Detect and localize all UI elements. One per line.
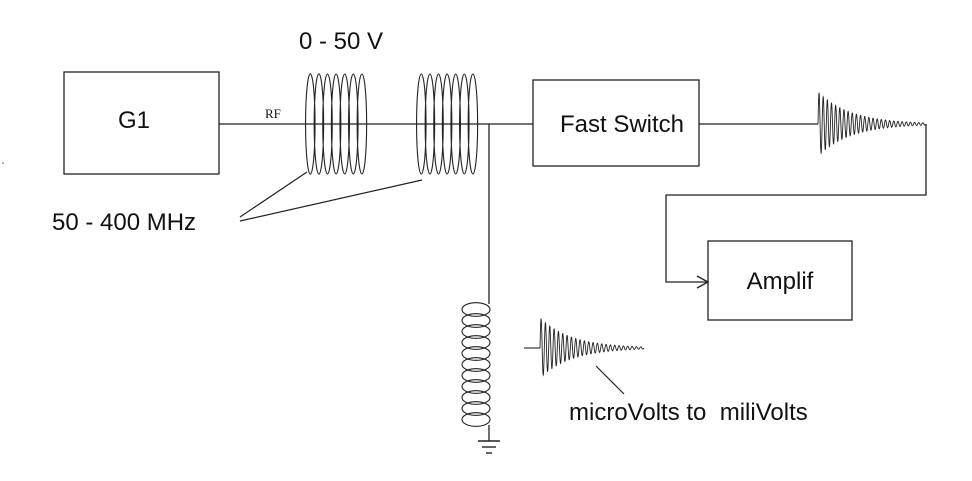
decay-wave [539, 317, 645, 377]
fast-switch-box [532, 79, 700, 167]
generator-label: G1 [118, 107, 150, 134]
coil-right [416, 73, 479, 175]
decay-wave [817, 92, 927, 155]
amplifier-feed-path [665, 124, 927, 283]
coil-winding [305, 73, 368, 175]
coil-winding [416, 73, 479, 175]
signal-pointer [595, 365, 625, 395]
decay-waveform-signal [539, 317, 645, 377]
generator-box [63, 71, 220, 175]
amplifier-label: Amplif [747, 268, 814, 295]
amplifier-box [707, 240, 853, 321]
sample-coil [461, 302, 491, 427]
decay-waveform-output [817, 92, 927, 155]
frequency-pointer-right [239, 179, 423, 222]
ground-icon [478, 440, 500, 454]
rf-label: RF [265, 106, 281, 121]
stray-mark [2, 162, 4, 164]
coil-left [305, 73, 368, 175]
voltage-label: 0 - 50 V [299, 28, 383, 55]
signal-range-label: microVolts to miliVolts [569, 399, 808, 426]
frequency-pointer-left [239, 171, 308, 218]
fast-switch-label: Fast Switch [560, 111, 684, 138]
coil-winding [461, 302, 491, 427]
frequency-label: 50 - 400 MHz [52, 209, 196, 236]
